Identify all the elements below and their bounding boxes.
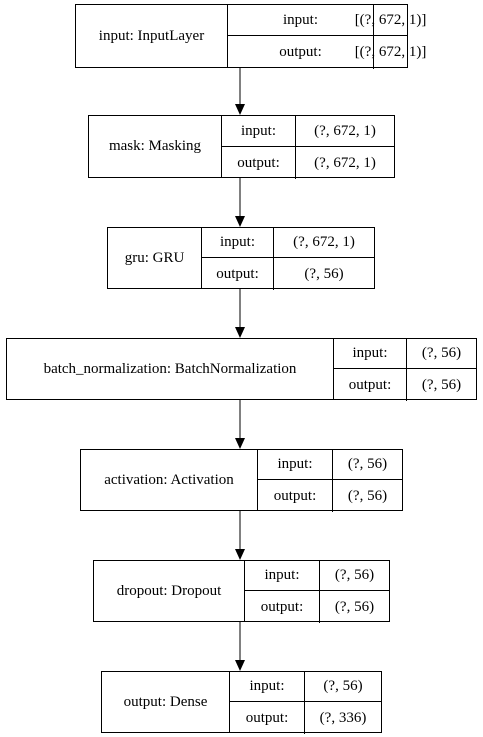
- arrowhead-icon: [235, 660, 245, 671]
- layer-name: gru: GRU: [108, 228, 202, 288]
- layer-name: batch_normalization: BatchNormalization: [7, 339, 334, 399]
- port-key: input:: [202, 228, 274, 258]
- port-value: (?, 672, 1): [314, 154, 376, 171]
- layer-name: dropout: Dropout: [94, 561, 245, 621]
- arrowhead-icon: [235, 438, 245, 449]
- node-gru: gru: GRU input: (?, 672, 1) output: (?, …: [107, 227, 375, 290]
- layer-name: activation: Activation: [81, 450, 258, 510]
- node-activation: activation: Activation input: (?, 56) ou…: [80, 449, 403, 512]
- port-key: output:: [228, 36, 374, 69]
- port-value: (?, 56): [305, 672, 381, 702]
- port-value: (?, 672, 1): [274, 228, 374, 258]
- port-value: (?, 336): [319, 709, 367, 726]
- port-value: (?, 56): [421, 376, 462, 393]
- port-key: output:: [202, 258, 274, 290]
- port-key: input:: [334, 339, 407, 369]
- port-value: (?, 56): [334, 598, 375, 615]
- port-key: output:: [222, 147, 296, 179]
- port-key: input:: [230, 672, 305, 702]
- port-key: output:: [334, 369, 407, 401]
- node-output: output: Dense input: (?, 56) output: (?,…: [101, 671, 382, 734]
- arrowhead-icon: [235, 549, 245, 560]
- port-key: input:: [258, 450, 333, 480]
- port-key: input:: [228, 5, 374, 36]
- port-value: (?, 672, 1): [296, 116, 394, 147]
- layer-name: output: Dense: [102, 672, 230, 732]
- arrowhead-icon: [235, 216, 245, 227]
- node-input: input: InputLayer input: [(?, 672, 1)] o…: [75, 4, 427, 69]
- port-value: (?, 56): [304, 265, 344, 282]
- port-value: [(?, 672, 1)]: [354, 44, 427, 60]
- port-value: (?, 56): [347, 487, 388, 504]
- port-value: (?, 56): [320, 561, 389, 591]
- port-value: [(?, 672, 1)]: [355, 5, 426, 36]
- port-key: output:: [258, 480, 333, 512]
- node-dropout: dropout: Dropout input: (?, 56) output: …: [93, 560, 390, 623]
- port-key: output:: [245, 591, 320, 623]
- port-value: (?, 56): [407, 339, 476, 369]
- port-value: (?, 56): [333, 450, 402, 480]
- port-key: input:: [245, 561, 320, 591]
- layer-name: input: InputLayer: [76, 5, 228, 67]
- port-key: output:: [230, 702, 305, 734]
- arrowhead-icon: [235, 104, 245, 115]
- port-key: input:: [222, 116, 296, 147]
- node-batch-normalization: batch_normalization: BatchNormalization …: [6, 338, 477, 401]
- arrowhead-icon: [235, 327, 245, 338]
- layer-name: mask: Masking: [89, 116, 222, 177]
- node-mask: mask: Masking input: (?, 672, 1) output:…: [88, 115, 395, 179]
